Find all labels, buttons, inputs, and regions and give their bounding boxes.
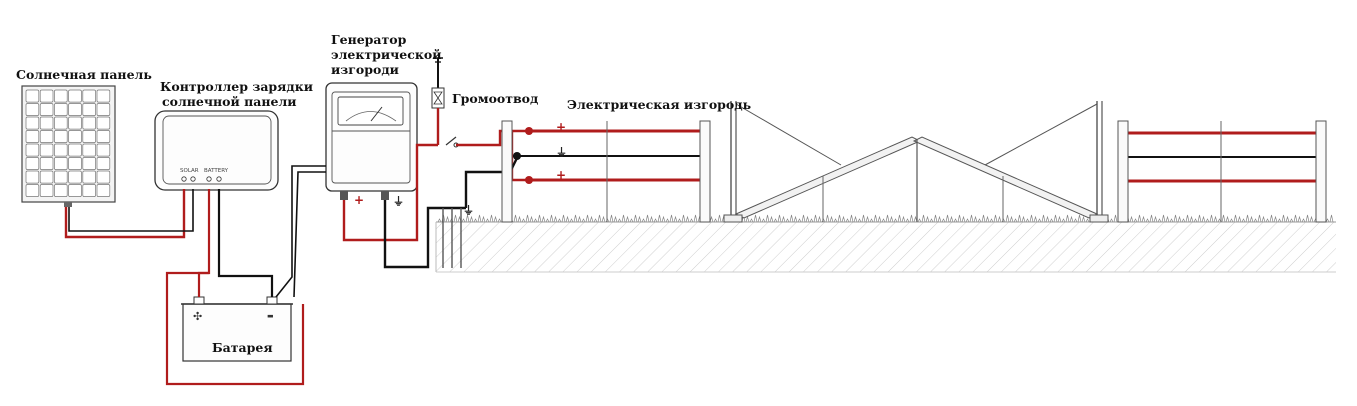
ground-rods: ⏚ bbox=[442, 204, 474, 268]
generator-label-line3: изгороди bbox=[331, 62, 399, 77]
controller-label-line1: Контроллер зарядки bbox=[160, 79, 313, 94]
battery: ✣ ▬ Батарея bbox=[181, 296, 293, 362]
charge-controller: SOLAR BATTERY bbox=[154, 110, 279, 191]
generator-label-line2: электрической bbox=[331, 47, 442, 62]
battery-plus-icon: ✣ bbox=[193, 310, 202, 323]
fence-plus-icon-bottom: + bbox=[556, 168, 566, 182]
lightning-label: Громоотвод bbox=[452, 91, 538, 106]
fence-ground-icon: ⏚ bbox=[556, 146, 567, 159]
generator-meter bbox=[337, 96, 404, 126]
terminal-battery-1 bbox=[206, 176, 212, 182]
battery-minus-icon: ▬ bbox=[267, 312, 274, 320]
generator-ground-icon: ⏚ bbox=[393, 195, 404, 208]
fence-generator: + ⏚ bbox=[325, 82, 418, 208]
port-battery-label: BATTERY bbox=[204, 168, 229, 174]
solar-panel-label: Солнечная панель bbox=[16, 67, 152, 82]
port-solar-label: SOLAR bbox=[180, 168, 199, 174]
solar-panel bbox=[21, 85, 116, 207]
terminal-solar-1 bbox=[181, 176, 187, 182]
generator-label-line1: Генератор bbox=[331, 32, 407, 47]
grass bbox=[437, 214, 1334, 223]
terminal-battery-2 bbox=[216, 176, 222, 182]
terminal-solar-2 bbox=[190, 176, 196, 182]
generator-plus-icon: + bbox=[354, 193, 364, 207]
fence-label: Электрическая изгородь bbox=[567, 97, 751, 112]
controller-label-line2: солнечной панели bbox=[162, 94, 297, 109]
fence-plus-icon-top: + bbox=[556, 120, 566, 134]
ground-soil bbox=[435, 221, 1336, 273]
battery-label: Батарея bbox=[212, 340, 273, 355]
lightning-switch bbox=[445, 136, 457, 146]
electric-fence: + ⏚ + bbox=[501, 101, 1327, 223]
wiring bbox=[64, 129, 529, 386]
rod-ground-icon: ⏚ bbox=[463, 204, 474, 217]
